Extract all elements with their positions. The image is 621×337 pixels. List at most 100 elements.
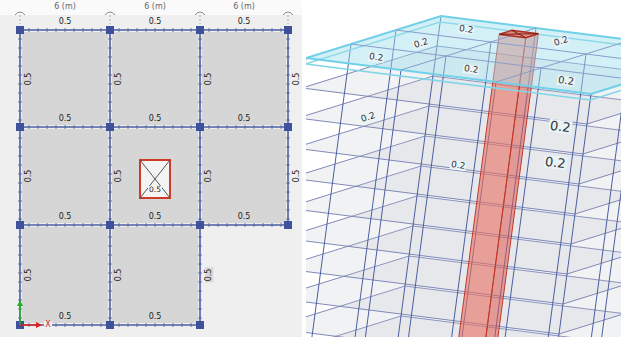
mesh-tick	[29, 125, 30, 129]
core-cross	[499, 30, 538, 37]
mesh-tick	[218, 125, 219, 129]
roof-slab	[306, 16, 621, 94]
mesh-tick	[92, 28, 93, 32]
mesh-tick	[182, 125, 183, 129]
mesh-tick	[218, 223, 219, 227]
thickness-label: 0.5	[58, 115, 73, 123]
mesh-tick	[108, 39, 112, 40]
mesh-tick	[18, 237, 22, 238]
mesh-tick	[198, 120, 202, 121]
mesh-tick	[198, 102, 202, 103]
mesh-tick	[137, 28, 138, 32]
thickness-label: 0.5	[237, 115, 252, 123]
mesh-tick	[173, 223, 174, 227]
thickness-label: 0.2	[450, 160, 467, 171]
beam-line	[109, 30, 111, 325]
mesh-tick	[227, 223, 228, 227]
mesh-tick	[65, 223, 66, 227]
mesh-tick	[18, 156, 22, 157]
mesh-tick	[18, 39, 22, 40]
mesh-tick	[198, 210, 202, 211]
mesh-tick	[198, 183, 202, 184]
slab-panel	[22, 32, 108, 125]
mesh-tick	[155, 28, 156, 32]
mesh-tick	[18, 291, 22, 292]
column-symbol	[106, 321, 114, 329]
mesh-tick	[108, 255, 112, 256]
mesh-tick	[286, 210, 290, 211]
mesh-tick	[18, 111, 22, 112]
roof-beam	[351, 44, 621, 80]
mesh-tick	[198, 192, 202, 193]
column-symbol	[196, 123, 204, 131]
thickness-label: 0.5	[115, 169, 123, 184]
mesh-tick	[108, 273, 112, 274]
column-symbol	[196, 221, 204, 229]
mesh-tick	[245, 28, 246, 32]
mesh-tick	[286, 192, 290, 193]
mesh-tick	[108, 192, 112, 193]
mesh-tick	[38, 28, 39, 32]
mesh-tick	[146, 125, 147, 129]
mesh-tick	[198, 84, 202, 85]
mesh-tick	[198, 300, 202, 301]
column-line	[588, 80, 621, 337]
mesh-tick	[18, 57, 22, 58]
grid-dimension: 6 (m)	[232, 3, 256, 11]
mesh-tick	[182, 323, 183, 327]
mesh-tick	[18, 174, 22, 175]
mesh-tick	[108, 219, 112, 220]
mesh-tick	[92, 125, 93, 129]
column-symbol	[196, 26, 204, 34]
mesh-tick	[108, 246, 112, 247]
thickness-label: 0.5	[25, 268, 33, 283]
y-arrow	[17, 300, 23, 306]
thickness-label: 0.5	[205, 169, 213, 184]
mesh-tick	[18, 264, 22, 265]
mesh-tick	[198, 57, 202, 58]
mesh-tick	[263, 28, 264, 32]
grid-bubble	[15, 12, 25, 15]
mesh-tick	[108, 102, 112, 103]
mesh-tick	[182, 223, 183, 227]
mesh-tick	[18, 147, 22, 148]
mesh-tick	[18, 246, 22, 247]
mesh-tick	[286, 102, 290, 103]
mesh-tick	[198, 111, 202, 112]
mesh-tick	[47, 125, 48, 129]
thickness-label: 0.2	[548, 118, 572, 134]
mesh-tick	[198, 237, 202, 238]
mesh-tick	[198, 291, 202, 292]
mesh-tick	[182, 28, 183, 32]
mesh-tick	[198, 282, 202, 283]
mesh-tick	[198, 93, 202, 94]
core-top	[499, 30, 538, 37]
mesh-tick	[227, 125, 228, 129]
mesh-tick	[155, 323, 156, 327]
mesh-tick	[128, 28, 129, 32]
mesh-tick	[101, 323, 102, 327]
mesh-tick	[18, 120, 22, 121]
axis-label: X	[44, 321, 51, 329]
mesh-tick	[108, 93, 112, 94]
mesh-tick	[209, 28, 210, 32]
mesh-tick	[286, 39, 290, 40]
column-symbol	[196, 321, 204, 329]
mesh-tick	[191, 323, 192, 327]
mesh-tick	[198, 75, 202, 76]
column-line	[353, 70, 401, 337]
x-axis	[20, 324, 38, 326]
opening-cross	[140, 160, 170, 198]
thickness-label: 0.5	[205, 268, 213, 283]
slab-panel	[22, 129, 108, 223]
mesh-tick	[56, 28, 57, 32]
mesh-tick	[286, 201, 290, 202]
roof-beam	[396, 30, 621, 66]
mesh-tick	[65, 323, 66, 327]
thickness-label: 0.5	[58, 213, 73, 221]
slab-panel	[112, 32, 198, 125]
column-symbol	[284, 26, 292, 34]
column-symbol	[106, 123, 114, 131]
mesh-tick	[92, 223, 93, 227]
thickness-label: 0.5	[237, 18, 252, 26]
